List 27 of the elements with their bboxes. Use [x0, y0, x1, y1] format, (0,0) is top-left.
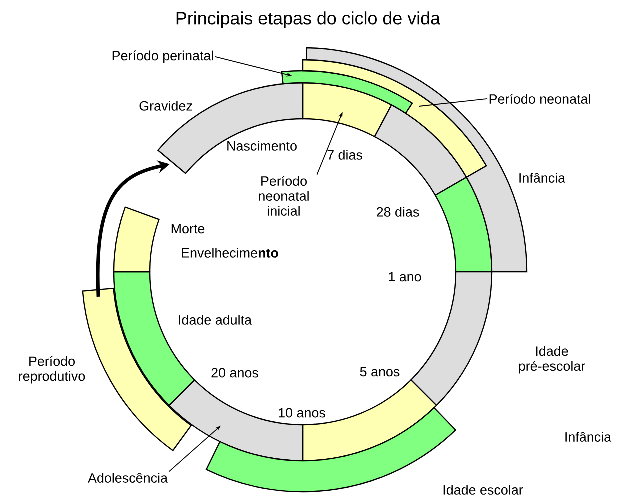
age-label: Envelhecimento	[182, 248, 278, 258]
stage-label: Idade escolar	[444, 485, 524, 495]
age-label: 5 anos	[360, 367, 400, 377]
age-label: 10 anos	[279, 408, 326, 418]
callout-label: Período neonatal inicial	[259, 176, 309, 216]
age-label: 20 anos	[212, 368, 258, 378]
age-label: 7 dias	[328, 150, 362, 160]
callout-label: Período neonatal	[490, 94, 590, 104]
age-label: Infância	[566, 432, 612, 442]
ring-band	[281, 70, 414, 114]
leader-line	[418, 98, 488, 107]
age-label: 1 ano	[389, 272, 422, 282]
stage-label: Período reprodutivo	[19, 356, 86, 384]
age-label: Nascimento	[228, 141, 297, 151]
ring-band	[302, 82, 392, 138]
age-label: Morte	[172, 224, 205, 234]
age-label: 28 dias	[377, 207, 420, 217]
stage-label: Infância	[520, 173, 566, 183]
ring-band	[113, 206, 160, 273]
ring-band	[434, 176, 493, 273]
stage-label: Gravidez	[140, 101, 192, 111]
title: Principais etapas do ciclo de vida	[176, 12, 441, 28]
stage-label: Idade pré-escolar	[519, 346, 586, 374]
callout-label: Período perinatal	[112, 50, 214, 64]
callout-label: Adolescência	[88, 473, 168, 483]
stage-label: Idade adulta	[179, 315, 252, 325]
ring-band	[374, 104, 468, 196]
